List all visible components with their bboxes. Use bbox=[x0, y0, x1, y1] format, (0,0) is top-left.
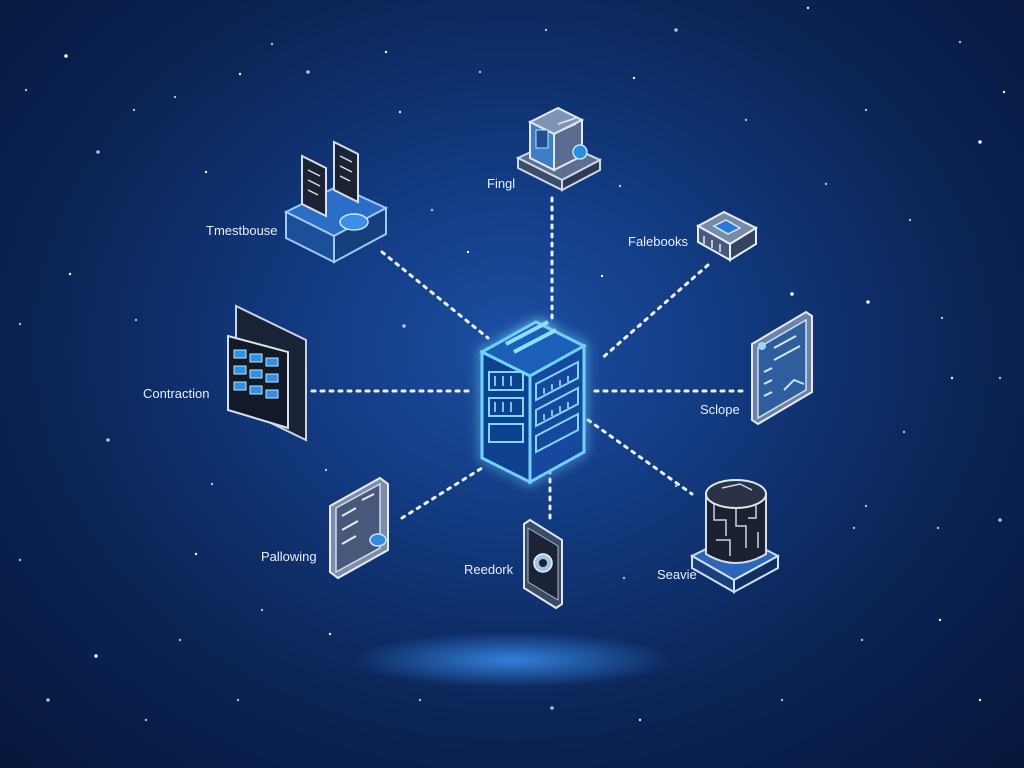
star bbox=[18, 322, 22, 326]
label-top-left: Tmestbouse bbox=[206, 223, 278, 238]
star bbox=[550, 706, 554, 710]
star bbox=[324, 468, 328, 472]
star bbox=[1002, 90, 1006, 94]
star bbox=[236, 698, 240, 702]
star bbox=[430, 208, 434, 212]
star bbox=[46, 698, 50, 702]
star bbox=[544, 28, 548, 32]
document-panel-icon[interactable] bbox=[751, 310, 813, 426]
star bbox=[902, 430, 906, 434]
star bbox=[744, 118, 748, 122]
star bbox=[998, 518, 1002, 522]
star bbox=[806, 6, 810, 10]
star bbox=[860, 638, 864, 642]
star bbox=[864, 504, 868, 508]
star bbox=[144, 718, 148, 722]
star bbox=[238, 72, 242, 76]
hub-server-icon[interactable] bbox=[478, 320, 588, 485]
star bbox=[600, 274, 604, 278]
floor-glow bbox=[352, 632, 672, 688]
star bbox=[864, 108, 868, 112]
file-card-icon[interactable] bbox=[329, 476, 389, 580]
star bbox=[194, 552, 198, 556]
star bbox=[260, 608, 264, 612]
star bbox=[106, 438, 110, 442]
star bbox=[210, 482, 214, 486]
tablet-icon[interactable] bbox=[523, 518, 563, 610]
star bbox=[134, 318, 138, 322]
star bbox=[674, 484, 678, 488]
star bbox=[94, 654, 98, 658]
star bbox=[824, 182, 828, 186]
star bbox=[402, 324, 406, 328]
star bbox=[852, 526, 856, 530]
star bbox=[936, 526, 940, 530]
star bbox=[618, 184, 622, 188]
star bbox=[18, 558, 22, 562]
star bbox=[132, 108, 136, 112]
connector-bottom-right bbox=[586, 418, 694, 496]
label-right: Sclope bbox=[700, 402, 740, 417]
label-left: Contraction bbox=[143, 386, 209, 401]
connector-top-left bbox=[380, 250, 490, 340]
building-panel-icon[interactable] bbox=[227, 304, 307, 442]
star bbox=[384, 50, 388, 54]
circuit-cylinder-icon[interactable] bbox=[689, 479, 781, 594]
star bbox=[328, 632, 332, 636]
label-top-right: Falebooks bbox=[628, 234, 688, 249]
star bbox=[998, 376, 1002, 380]
star bbox=[466, 250, 470, 254]
label-top: Fingl bbox=[487, 176, 515, 191]
star bbox=[478, 70, 482, 74]
document-stack-icon[interactable] bbox=[283, 140, 389, 264]
node-labels: Fingl Tmestbouse Falebooks Contraction S… bbox=[143, 176, 740, 582]
star bbox=[622, 576, 626, 580]
star bbox=[958, 40, 962, 44]
star bbox=[68, 272, 72, 276]
star bbox=[940, 316, 944, 320]
star bbox=[866, 300, 870, 304]
server-box-icon[interactable] bbox=[515, 106, 603, 192]
chip-box-icon[interactable] bbox=[695, 210, 759, 262]
star bbox=[173, 95, 177, 99]
star bbox=[270, 42, 274, 46]
star bbox=[24, 88, 28, 92]
starfield bbox=[18, 6, 1006, 722]
label-bottom-left: Pallowing bbox=[261, 549, 317, 564]
star bbox=[938, 618, 942, 622]
star bbox=[418, 698, 422, 702]
star bbox=[178, 638, 182, 642]
star bbox=[780, 698, 784, 702]
connector-top-right bbox=[598, 263, 710, 362]
star bbox=[306, 70, 310, 74]
star bbox=[638, 718, 642, 722]
connector-bottom-left bbox=[400, 466, 484, 520]
connectors bbox=[310, 196, 750, 524]
star bbox=[674, 28, 678, 32]
star bbox=[790, 292, 794, 296]
star bbox=[64, 54, 68, 58]
star bbox=[96, 150, 100, 154]
star bbox=[978, 698, 982, 702]
star bbox=[908, 218, 912, 222]
star bbox=[950, 376, 954, 380]
star bbox=[632, 76, 636, 80]
star bbox=[978, 140, 982, 144]
label-bottom: Reedork bbox=[464, 562, 514, 577]
star bbox=[398, 110, 402, 114]
star bbox=[204, 170, 208, 174]
label-bottom-right: Seavie bbox=[657, 567, 697, 582]
